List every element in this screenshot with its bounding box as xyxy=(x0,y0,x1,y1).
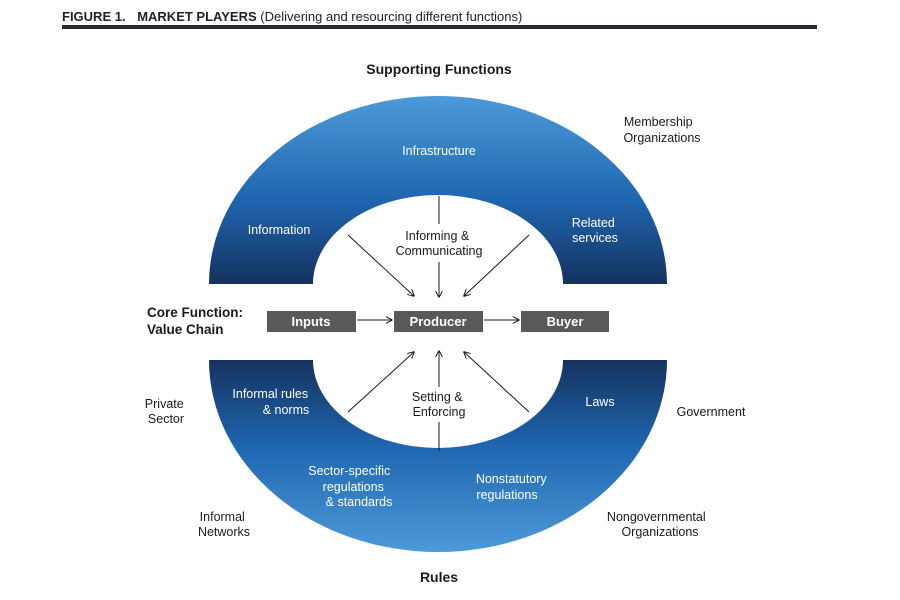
informal-networks-label: Informal Networks xyxy=(198,510,250,539)
sector-specific-label: Sector-specific regulations & standards xyxy=(308,464,393,509)
related-services-line-1: Related xyxy=(572,216,615,230)
arrow-bottom-right xyxy=(464,352,530,413)
information-label: Information xyxy=(248,223,311,237)
figure-subtitle: (Delivering and resourcing different fun… xyxy=(260,9,523,24)
informing-line-1: Informing & xyxy=(405,229,470,243)
setting-line-2: Enforcing xyxy=(413,405,466,419)
laws-label: Laws xyxy=(585,395,614,409)
nonstatutory-line-2: regulations xyxy=(476,488,537,502)
arrow-top-right xyxy=(464,234,530,296)
core-function-line-1: Core Function: xyxy=(147,305,243,320)
informal-networks-line-1: Informal xyxy=(200,510,245,524)
figure-title: MARKET PLAYERS xyxy=(137,9,257,24)
nonstatutory-label: Nonstatutory regulations xyxy=(476,472,550,502)
header-rule xyxy=(62,25,817,29)
buyer-label: Buyer xyxy=(547,314,584,329)
related-services-line-2: services xyxy=(572,231,618,245)
informal-rules-label: Informal rules & norms xyxy=(232,387,311,417)
setting-enforcing-label: Setting & Enforcing xyxy=(412,390,466,419)
supporting-functions-arc xyxy=(209,96,667,284)
informal-networks-line-2: Networks xyxy=(198,525,250,539)
membership-organizations-label: Membership Organizations xyxy=(623,115,700,145)
ngo-line-2: Organizations xyxy=(621,525,698,539)
arrow-top-left xyxy=(347,234,414,296)
government-label: Government xyxy=(677,405,746,419)
membership-line-2: Organizations xyxy=(623,131,700,145)
core-function-line-2: Value Chain xyxy=(147,322,224,337)
buyer-box: Buyer xyxy=(521,311,609,332)
setting-line-1: Setting & xyxy=(412,390,463,404)
producer-box: Producer xyxy=(394,311,483,332)
informing-communicating-label: Informing & Communicating xyxy=(396,229,483,258)
informing-line-2: Communicating xyxy=(396,244,483,258)
private-sector-line-1: Private xyxy=(145,397,184,411)
figure-header: FIGURE 1. MARKET PLAYERS (Delivering and… xyxy=(62,9,522,24)
ngo-line-1: Nongovernmental xyxy=(607,510,706,524)
informal-rules-line-2: & norms xyxy=(263,403,310,417)
infrastructure-label: Infrastructure xyxy=(402,144,476,158)
rules-title: Rules xyxy=(420,569,458,585)
inputs-box: Inputs xyxy=(267,311,356,332)
producer-label: Producer xyxy=(409,314,466,329)
sector-specific-line-1: Sector-specific xyxy=(308,464,390,478)
private-sector-line-2: Sector xyxy=(148,412,184,426)
sector-specific-line-3: & standards xyxy=(326,495,393,509)
figure-number: FIGURE 1. xyxy=(62,9,126,24)
sector-specific-line-2: regulations xyxy=(323,480,384,494)
nongovernmental-organizations-label: Nongovernmental Organizations xyxy=(607,510,709,539)
supporting-functions-title: Supporting Functions xyxy=(366,61,512,77)
core-function-label: Core Function: Value Chain xyxy=(147,305,247,337)
membership-line-1: Membership xyxy=(624,115,693,129)
arrow-bottom-left xyxy=(347,352,414,413)
related-services-label: Related services xyxy=(572,216,619,245)
rules-arc xyxy=(209,360,667,552)
nonstatutory-line-1: Nonstatutory xyxy=(476,472,548,486)
inputs-label: Inputs xyxy=(292,314,331,329)
informal-rules-line-1: Informal rules xyxy=(232,387,308,401)
private-sector-label: Private Sector xyxy=(145,397,187,426)
